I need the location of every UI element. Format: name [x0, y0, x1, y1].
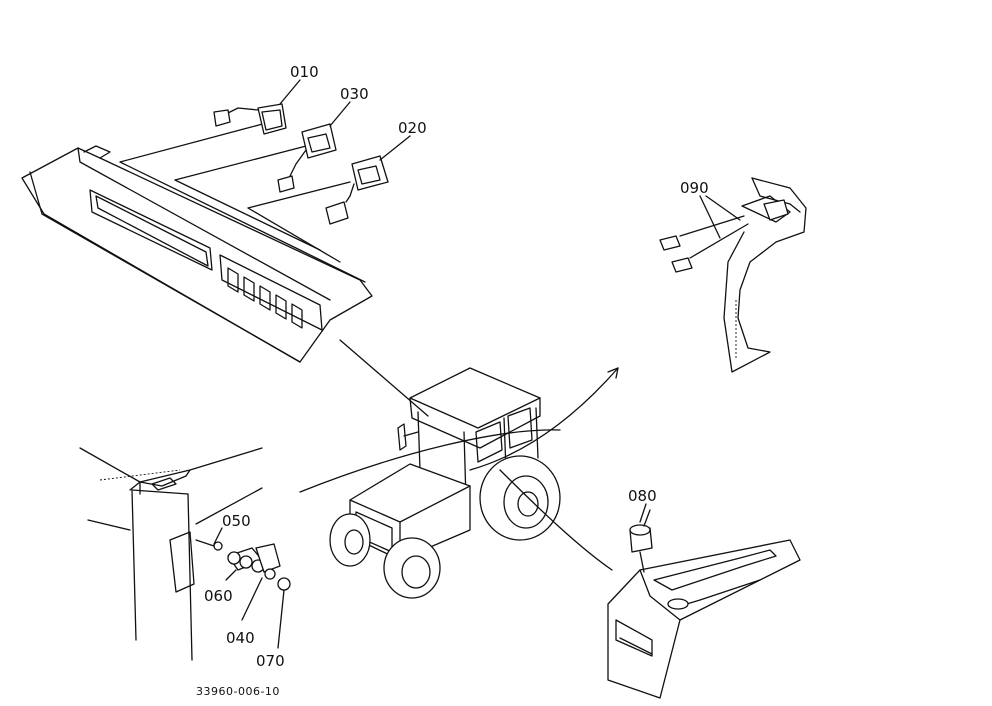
part-label-040: 040 — [226, 629, 255, 647]
part-label-050: 050 — [222, 512, 251, 530]
part-label-070: 070 — [256, 652, 285, 670]
switch-010-drawing — [213, 103, 287, 135]
cab-corner-drawing — [79, 447, 291, 661]
location-arrows — [299, 339, 619, 571]
fender-right-drawing — [659, 177, 807, 373]
floor-plate-drawing — [607, 509, 801, 699]
part-label-060: 060 — [204, 587, 233, 605]
dashboard-panel-drawing — [21, 121, 373, 363]
part-label-030: 030 — [340, 85, 369, 103]
part-label-010: 010 — [290, 63, 319, 81]
switch-020-drawing — [325, 155, 389, 225]
part-label-080: 080 — [628, 487, 657, 505]
tractor-drawing — [329, 367, 561, 599]
part-label-020: 020 — [398, 119, 427, 137]
switch-030-drawing — [277, 123, 337, 193]
label-leader-lines — [213, 79, 741, 545]
part-label-090: 090 — [680, 179, 709, 197]
drawing-number: 33960-006-10 — [196, 685, 280, 698]
